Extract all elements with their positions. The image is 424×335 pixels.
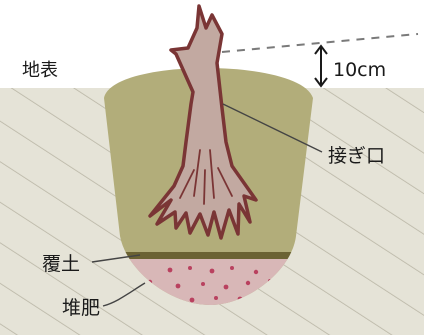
graft-union-label: 接ぎ口 bbox=[328, 145, 385, 167]
depth-label: 10cm bbox=[333, 59, 386, 81]
compost-label: 堆肥 bbox=[62, 297, 100, 319]
depth-arrow bbox=[315, 46, 327, 86]
covering-soil-label: 覆土 bbox=[42, 253, 80, 275]
surface-label: 地表 bbox=[22, 60, 58, 81]
